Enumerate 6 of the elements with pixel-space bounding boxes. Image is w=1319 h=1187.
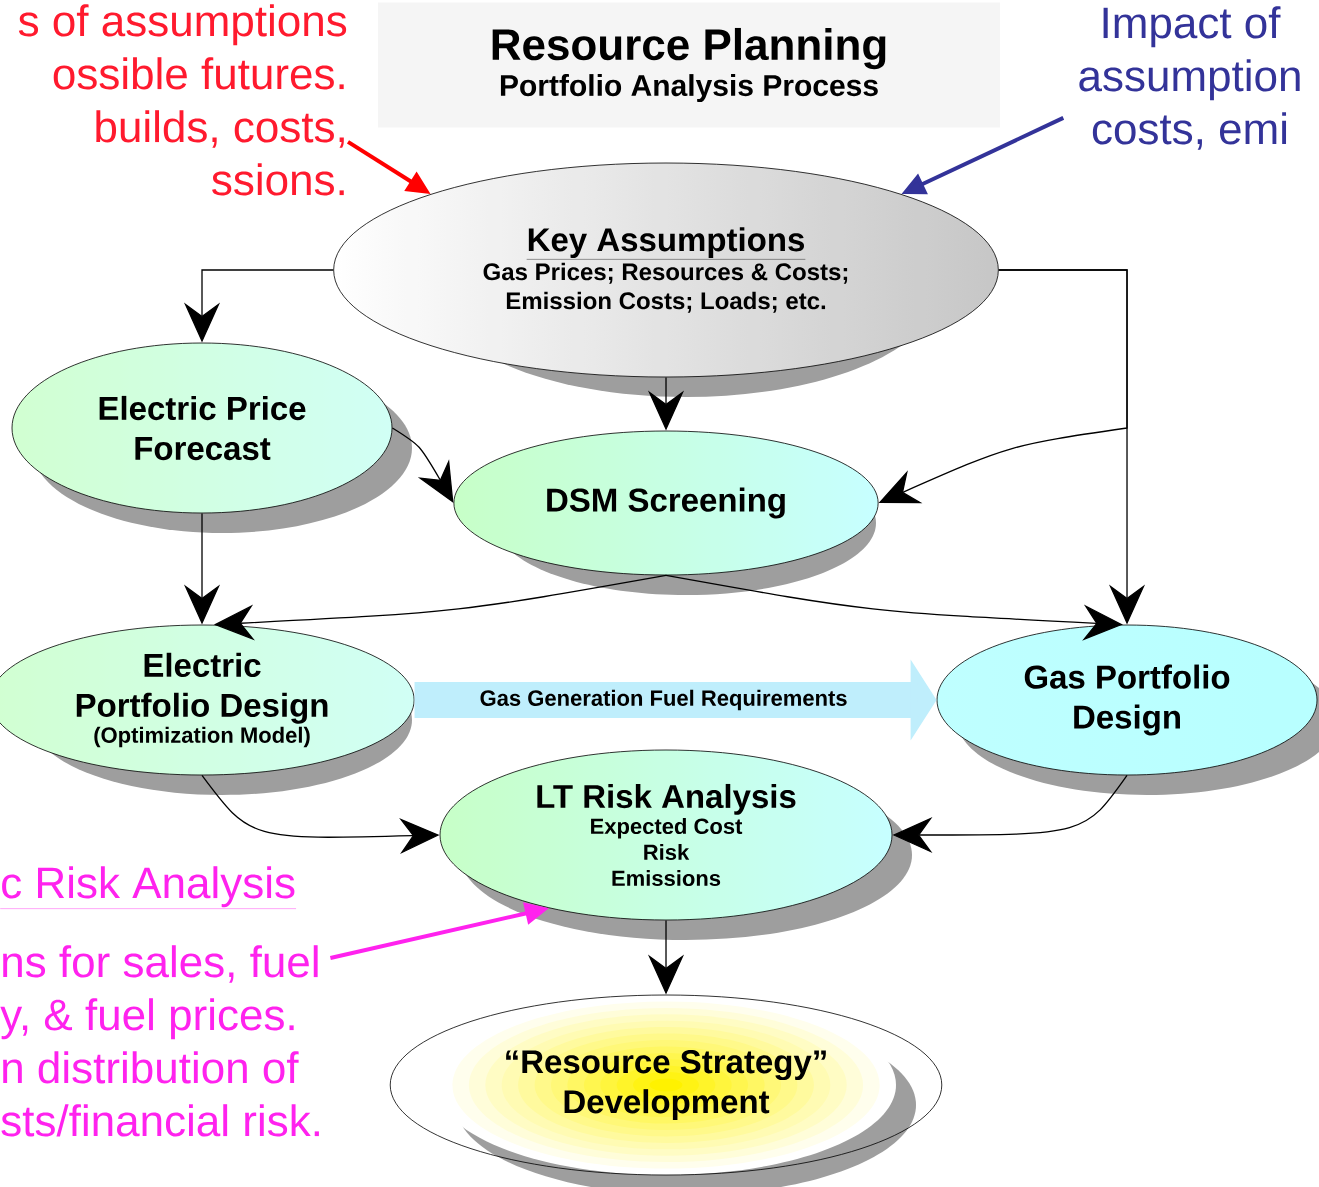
arrow [214,574,667,641]
title-box: Resource Planning Portfolio Analysis Process [378,2,1000,128]
arrow [391,427,454,503]
annotation-text: Impact of assumption costs, emi [1079,6,1300,150]
edge-label: Gas Generation Fuel Requirements [477,687,850,713]
annotation-text: c Risk Analysis ns for sales, fuel y, & fuel prices. n distribution of sts/financial risk. [0,866,319,1137]
